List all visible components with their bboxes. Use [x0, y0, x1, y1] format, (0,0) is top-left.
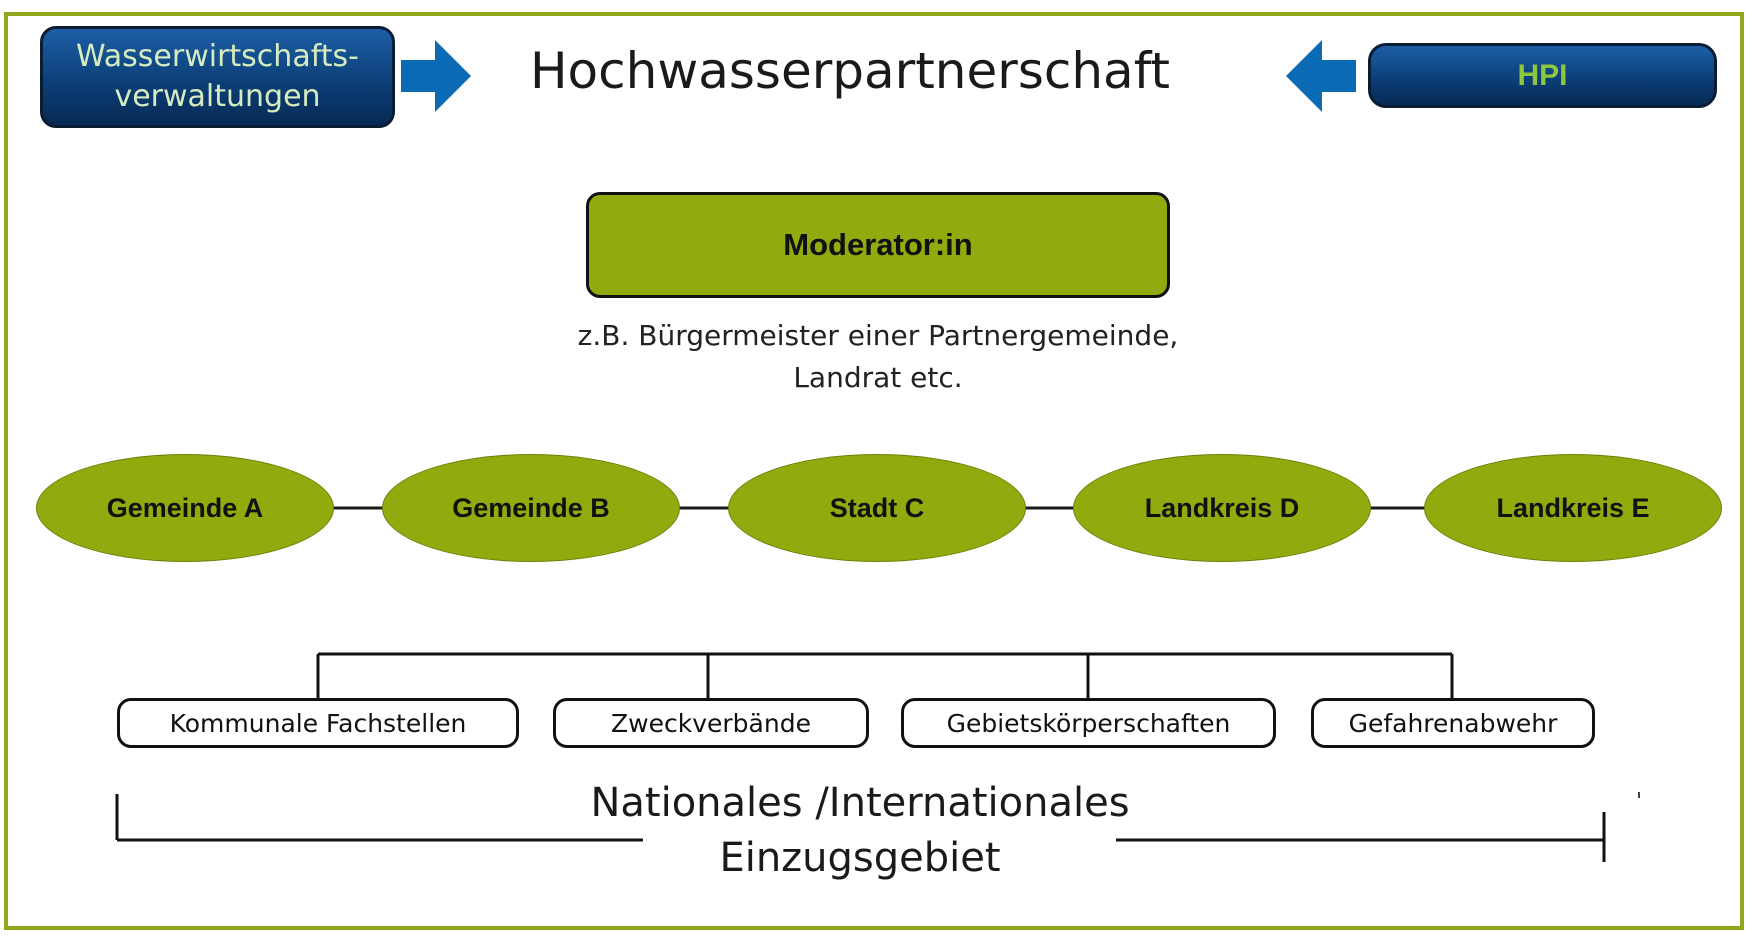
- wasserwirtschaftsverwaltungen-label: Wasserwirtschafts- verwaltungen: [76, 39, 359, 114]
- partner-node: Gemeinde A: [36, 454, 334, 562]
- partner-node: Stadt C: [728, 454, 1026, 562]
- arrow-right-icon: [401, 40, 471, 112]
- tick-mark: [1638, 792, 1640, 798]
- hpi-label: HPI: [1517, 58, 1568, 92]
- sub-unit-box: Gebietskörperschaften: [901, 698, 1276, 748]
- moderator-description: z.B. Bürgermeister einer Partnergemeinde…: [577, 319, 1179, 394]
- partner-node: Landkreis D: [1073, 454, 1371, 562]
- sub-unit-label: Kommunale Fachstellen: [169, 708, 467, 738]
- page-title: Hochwasserpartnerschaft: [529, 42, 1171, 100]
- partner-node: Landkreis E: [1424, 454, 1722, 562]
- hpi-box: HPI: [1368, 43, 1717, 108]
- arrow-left-icon: [1286, 40, 1356, 112]
- moderator-box: Moderator:in: [586, 192, 1170, 298]
- sub-unit-label: Gefahrenabwehr: [1348, 708, 1558, 738]
- sub-unit-box: Zweckverbände: [553, 698, 869, 748]
- catchment-label: Nationales /Internationales Einzugsgebie…: [590, 780, 1130, 881]
- partner-label: Gemeinde B: [452, 492, 610, 523]
- sub-unit-label: Gebietskörperschaften: [946, 708, 1231, 738]
- partner-label: Landkreis D: [1144, 492, 1300, 523]
- partner-node: Gemeinde B: [382, 454, 680, 562]
- sub-unit-label: Zweckverbände: [611, 708, 811, 738]
- partner-label: Landkreis E: [1496, 492, 1650, 523]
- partner-label: Stadt C: [829, 492, 925, 523]
- sub-units-bracket: [316, 652, 1454, 698]
- sub-unit-box: Kommunale Fachstellen: [117, 698, 519, 748]
- wasserwirtschaftsverwaltungen-box: Wasserwirtschafts- verwaltungen: [40, 26, 395, 128]
- partner-label: Gemeinde A: [106, 492, 264, 523]
- sub-unit-box: Gefahrenabwehr: [1311, 698, 1595, 748]
- moderator-label: Moderator:in: [783, 227, 973, 262]
- catchment-bracket: [115, 794, 1606, 862]
- diagram-frame: [4, 12, 1744, 930]
